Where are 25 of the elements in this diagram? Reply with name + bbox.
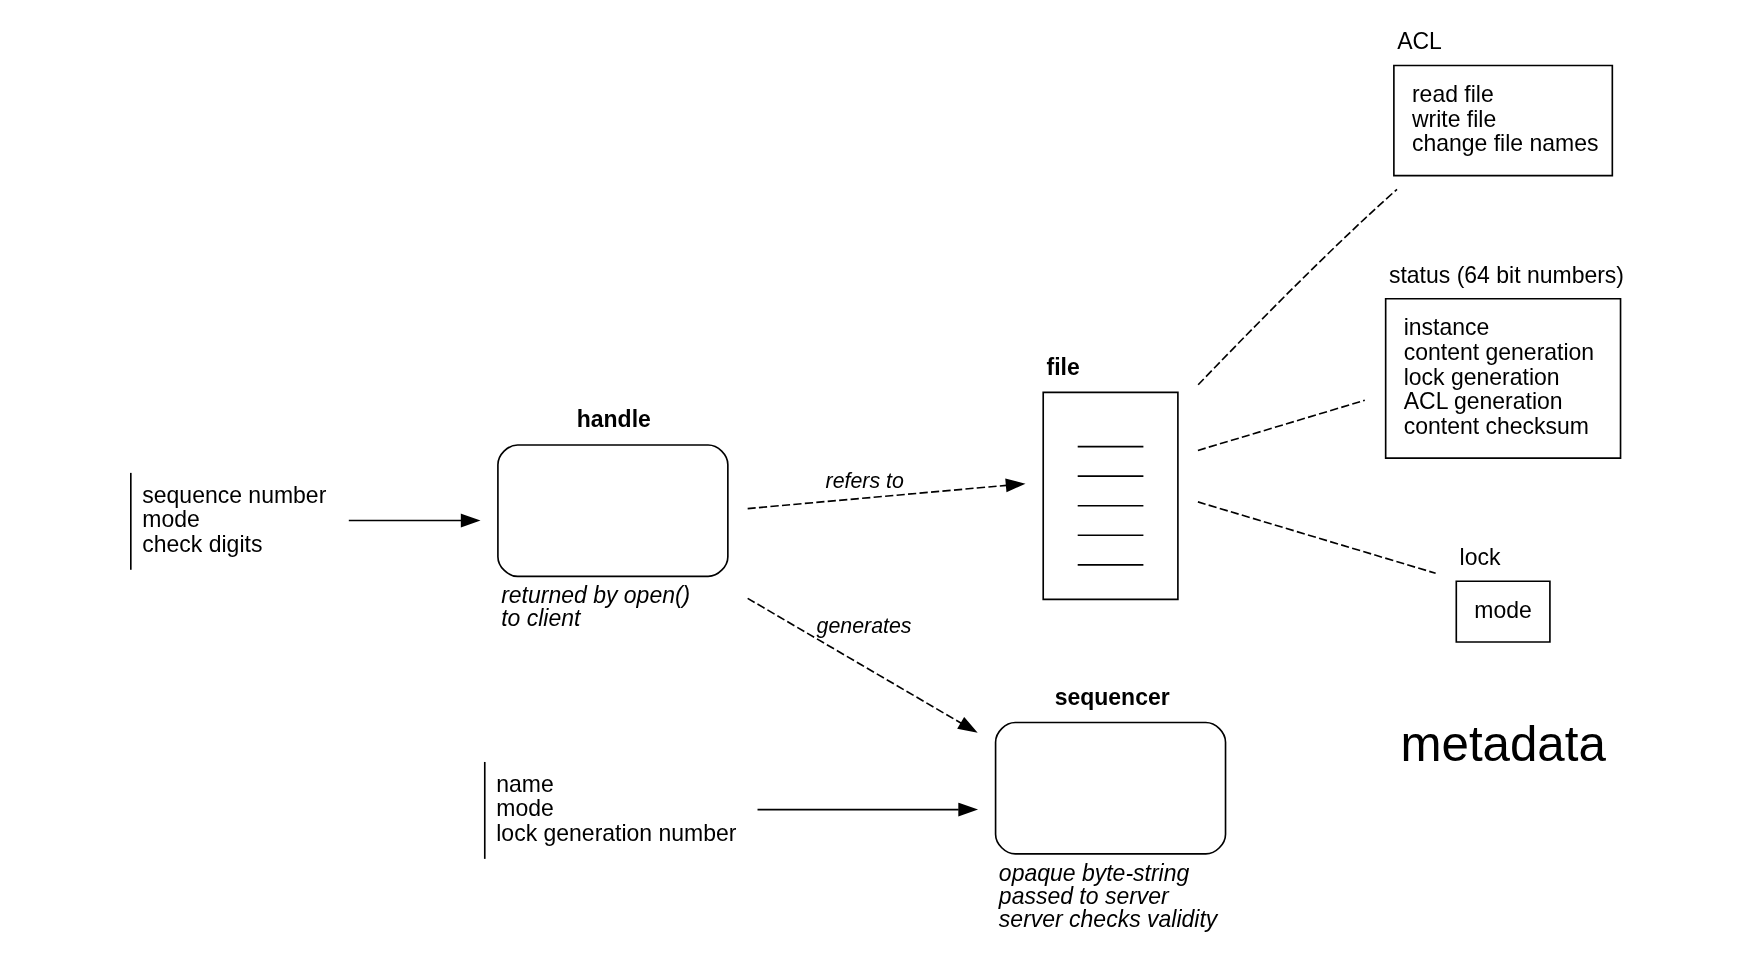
- node-label: ACL: [1396, 28, 1442, 55]
- node-label: handle: [576, 406, 651, 433]
- node-box: [1041, 391, 1179, 601]
- node-label: lock: [1459, 544, 1500, 571]
- connector: [1196, 399, 1366, 452]
- node-box: [994, 721, 1226, 855]
- arrow: [756, 802, 978, 817]
- connector: [1196, 188, 1398, 386]
- node-label: opaque byte-string: [998, 859, 1189, 886]
- node-box: mode: [1454, 580, 1551, 643]
- node-box: [496, 444, 729, 578]
- label: metadata: [1399, 716, 1606, 772]
- edge-label: refers to: [825, 469, 904, 494]
- connector: [1196, 501, 1436, 575]
- node-label: file: [1046, 353, 1080, 380]
- node-box: read file write file change file names: [1392, 64, 1613, 177]
- arrow: [347, 513, 481, 528]
- node-text: name mode lock generation number: [495, 770, 736, 847]
- node-box: instance content generation lock generation ACL generation content checksum: [1384, 297, 1621, 459]
- node-label: status (64 bit numbers): [1388, 261, 1624, 288]
- arrow: [746, 597, 978, 733]
- node-label: sequencer: [1054, 683, 1170, 710]
- arrow: [746, 478, 1025, 510]
- edge-label: generates: [816, 613, 911, 638]
- node-text: sequence number mode check digits: [141, 481, 326, 558]
